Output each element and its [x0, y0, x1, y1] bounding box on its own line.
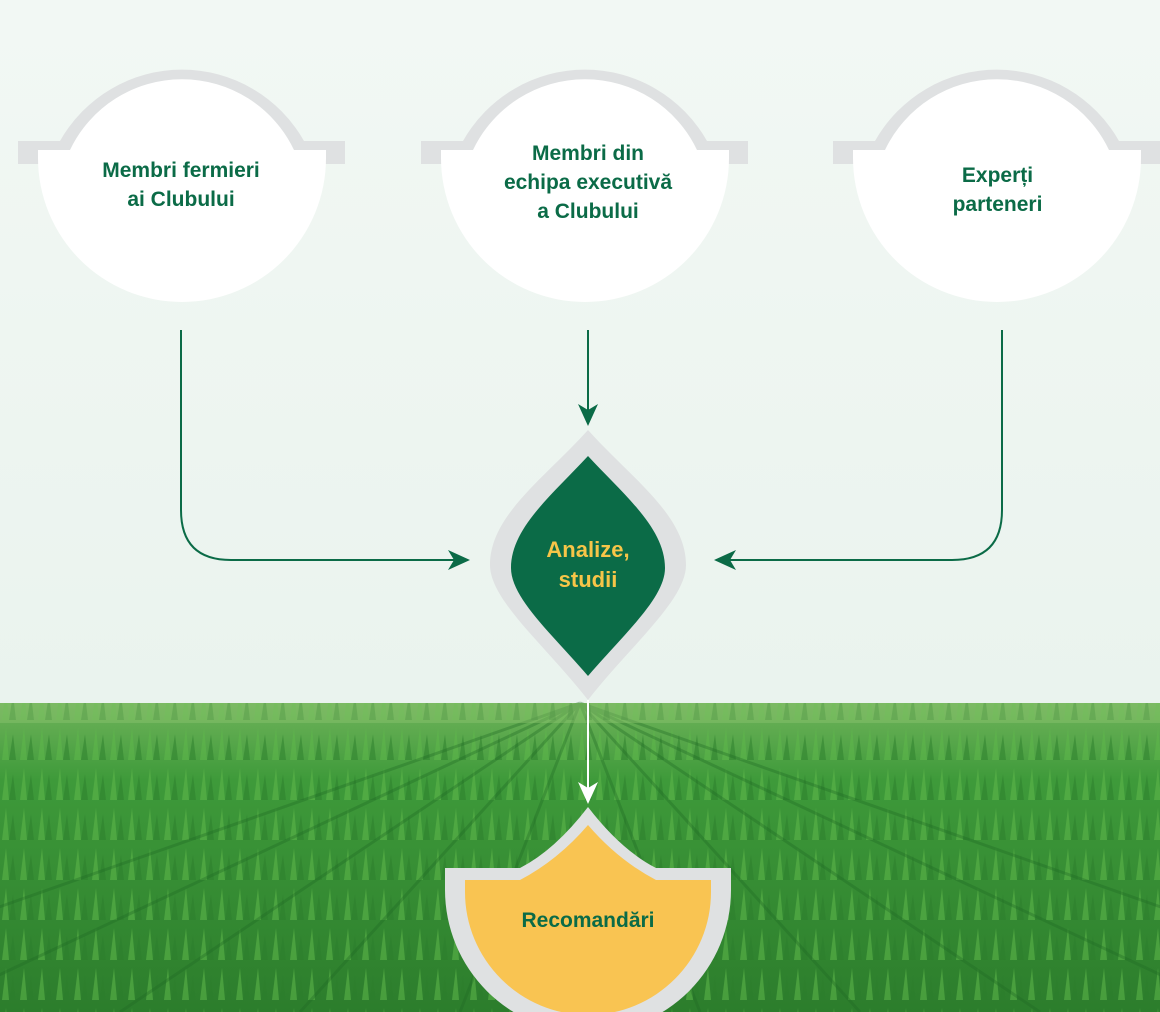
node-label-experts: Experți parteneri [952, 164, 1043, 216]
node-label-farmers: Membri fermieri ai Clubului [102, 159, 260, 211]
node-recommendations [445, 807, 731, 1012]
node-label-recommendations: Recomandări [521, 908, 655, 932]
connector-experts-to-analysis [714, 330, 1003, 570]
node-label-analysis: Analize, studii [546, 537, 630, 592]
node-experts [833, 69, 1160, 302]
node-executive [421, 69, 748, 302]
node-farmers [18, 69, 345, 302]
connector-farmers-to-analysis [180, 330, 470, 570]
node-label-executive: Membri din echipa executivă a Clubului [503, 142, 673, 223]
node-analysis [490, 430, 686, 700]
